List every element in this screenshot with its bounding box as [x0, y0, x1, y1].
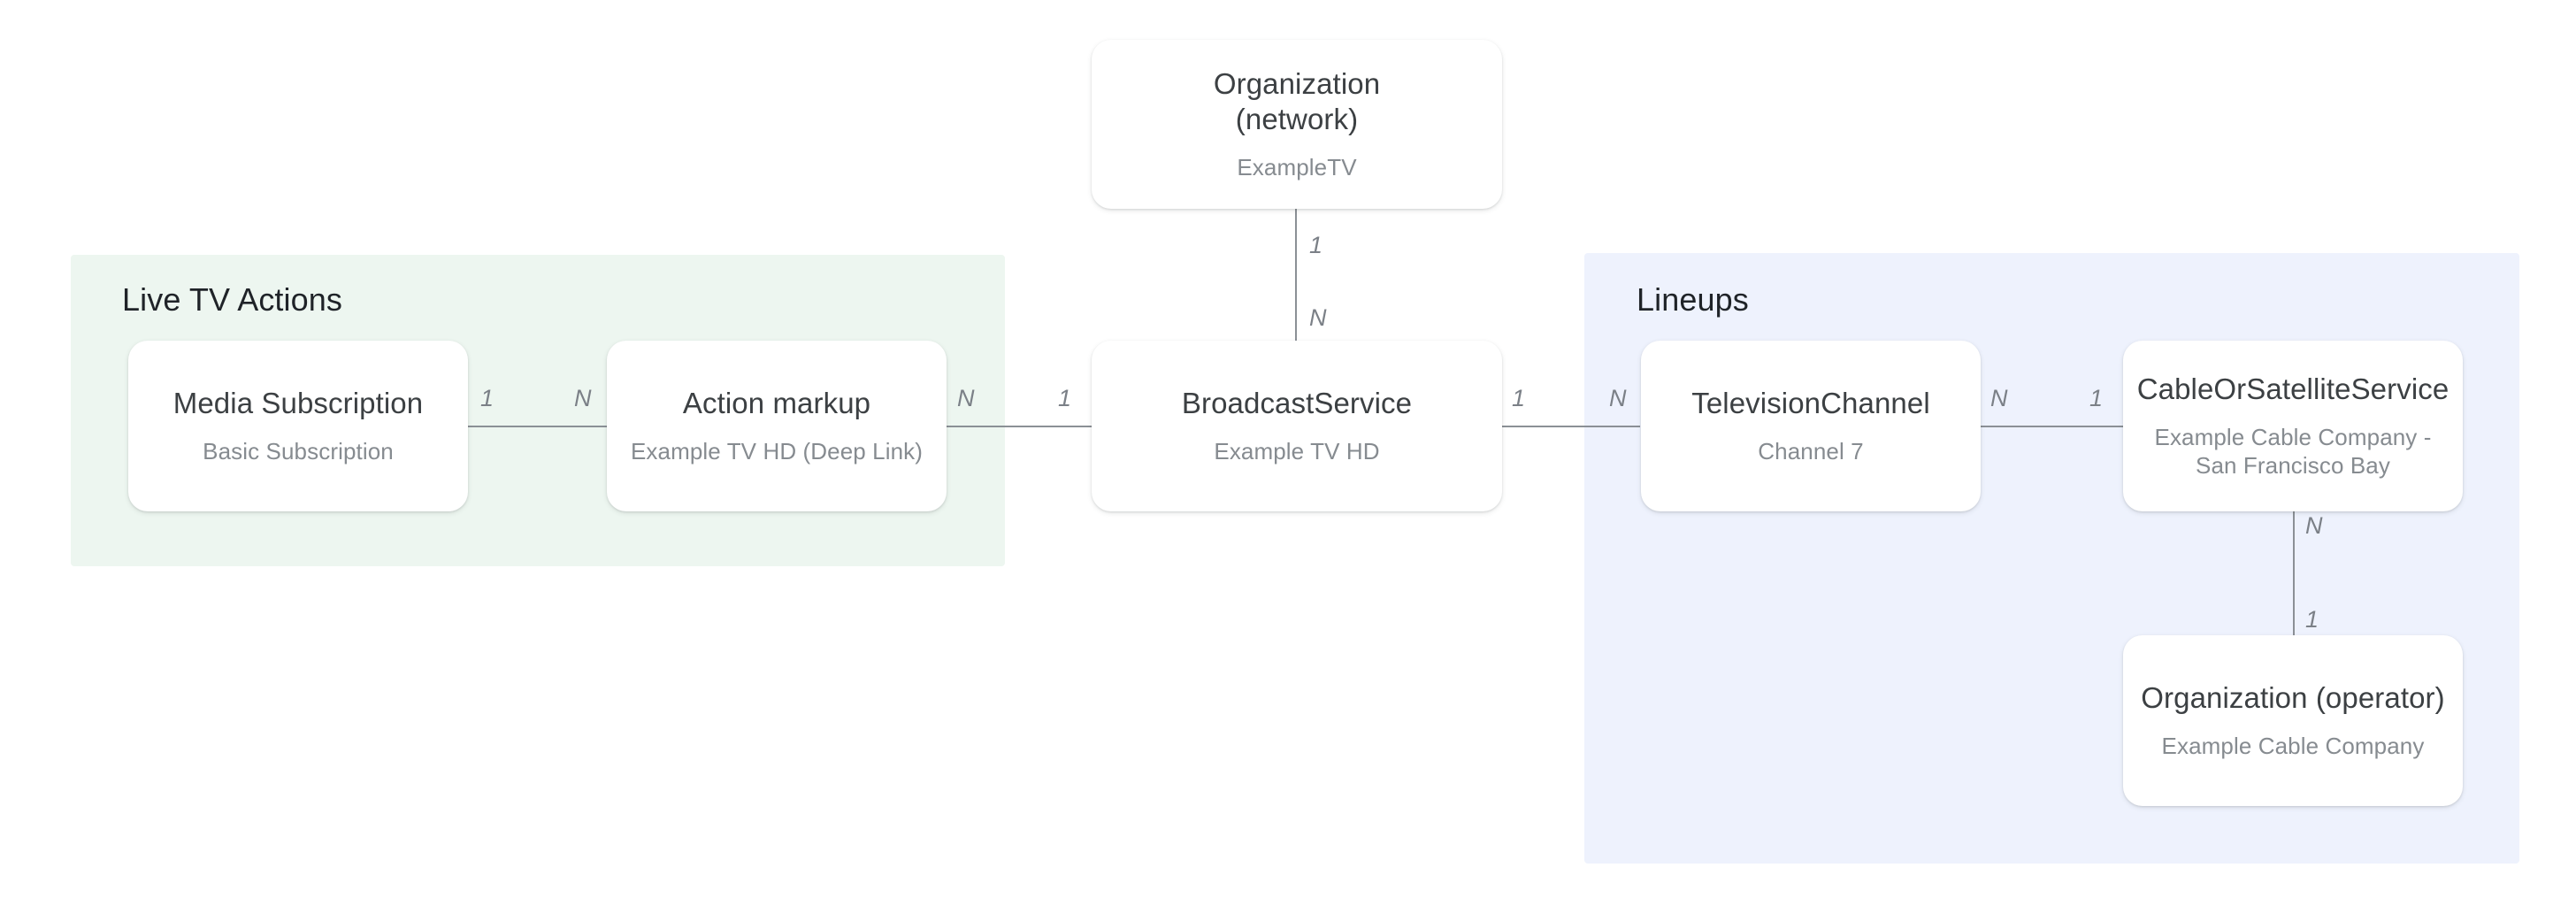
edge-label-media-subscription-1: 1	[480, 385, 494, 411]
panel-lineups-title: Lineups	[1637, 281, 1749, 318]
node-organization-network-subtitle: ExampleTV	[1237, 154, 1357, 181]
edge-media-subscription-action-markup	[466, 426, 608, 427]
edge-label-broadcast-service-n-top: N	[1309, 304, 1327, 331]
edge-action-markup-broadcast-service	[945, 426, 1092, 427]
edge-label-broadcast-service-1-right: 1	[1512, 385, 1526, 411]
node-broadcast-service-subtitle: Example TV HD	[1214, 438, 1380, 465]
node-broadcast-service[interactable]: BroadcastService Example TV HD	[1092, 341, 1502, 511]
edge-label-broadcast-service-1-left: 1	[1058, 385, 1072, 411]
node-media-subscription-subtitle: Basic Subscription	[203, 438, 394, 465]
edge-label-action-markup-n-left: N	[574, 385, 592, 411]
node-media-subscription-title: Media Subscription	[172, 387, 424, 420]
node-cable-or-satellite-service-subtitle-line1: Example Cable Company -	[2154, 424, 2432, 451]
node-organization-operator-subtitle: Example Cable Company	[2161, 733, 2425, 760]
edge-label-cable-service-1-left: 1	[2089, 385, 2104, 411]
node-action-markup-subtitle: Example TV HD (Deep Link)	[630, 438, 924, 465]
edge-label-cable-service-n-bottom: N	[2305, 512, 2323, 539]
node-organization-network-title-line1: Organization	[1213, 66, 1381, 100]
edge-label-organization-network-1: 1	[1309, 232, 1323, 258]
node-organization-operator[interactable]: Organization (operator) Example Cable Co…	[2123, 635, 2463, 806]
node-cable-or-satellite-service-title: CableOrSatelliteService	[2136, 372, 2450, 406]
node-broadcast-service-title: BroadcastService	[1181, 387, 1413, 420]
edge-cable-service-organization-operator	[2293, 511, 2295, 635]
node-cable-or-satellite-service[interactable]: CableOrSatelliteService Example Cable Co…	[2123, 341, 2463, 511]
edge-television-channel-cable-service	[1974, 426, 2125, 427]
node-organization-operator-title: Organization (operator)	[2141, 681, 2445, 715]
node-television-channel[interactable]: TelevisionChannel Channel 7	[1641, 341, 1981, 511]
node-television-channel-subtitle: Channel 7	[1758, 438, 1864, 465]
node-cable-or-satellite-service-subtitle: Example Cable Company - San Francisco Ba…	[2155, 424, 2432, 480]
edge-broadcast-service-television-channel	[1500, 426, 1640, 427]
panel-live-tv-actions-title: Live TV Actions	[122, 281, 342, 318]
node-organization-network-title-line2: (network)	[1235, 103, 1359, 136]
node-media-subscription[interactable]: Media Subscription Basic Subscription	[128, 341, 468, 511]
node-action-markup[interactable]: Action markup Example TV HD (Deep Link)	[607, 341, 947, 511]
edge-label-action-markup-n-right: N	[957, 385, 975, 411]
edge-label-television-channel-n-right: N	[1990, 385, 2008, 411]
node-television-channel-title: TelevisionChannel	[1691, 387, 1930, 420]
node-organization-network-title: Organization (network)	[1214, 66, 1380, 138]
edge-label-organization-operator-1: 1	[2305, 606, 2319, 633]
edge-label-television-channel-n-left: N	[1609, 385, 1627, 411]
node-action-markup-title: Action markup	[682, 387, 871, 420]
node-organization-network[interactable]: Organization (network) ExampleTV	[1092, 40, 1502, 209]
node-cable-or-satellite-service-subtitle-line2: San Francisco Bay	[2196, 452, 2390, 480]
edge-organization-network-broadcast-service	[1295, 209, 1297, 343]
